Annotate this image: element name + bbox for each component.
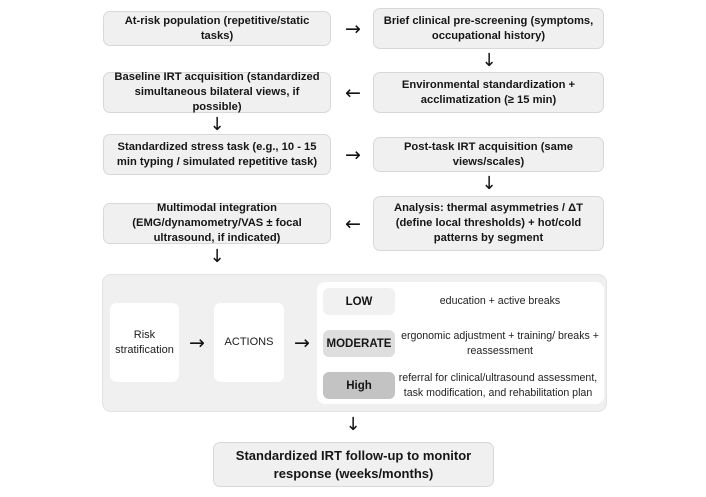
arrow-left-row2-icon: ←: [345, 81, 361, 104]
arrow-right-panel-2-icon: →: [294, 331, 310, 354]
node-pre-screening: Brief clinical pre-screening (symptoms, …: [373, 8, 604, 49]
arrow-down-right-col-2-icon: ↓: [481, 173, 497, 194]
action-text-moderate: ergonomic adjustment + training/ breaks …: [401, 330, 599, 357]
arrow-left-row4-icon: ←: [345, 212, 361, 235]
arrow-right-row1-icon: →: [345, 17, 361, 40]
arrow-down-left-col-1-icon: ↓: [209, 114, 225, 135]
node-multimodal-integration: Multimodal integration (EMG/dynamometry/…: [103, 202, 331, 244]
arrow-down-to-panel-icon: ↓: [209, 246, 225, 267]
node-analysis: Analysis: thermal asymmetries / ΔT (defi…: [373, 196, 604, 251]
arrow-down-to-followup-icon: ↓: [345, 414, 361, 435]
action-text-low: education + active breaks: [439, 295, 561, 308]
card-actions: ACTIONS: [214, 303, 284, 382]
node-stress-task: Standardized stress task (e.g., 10 - 15 …: [103, 134, 331, 175]
arrow-right-panel-1-icon: →: [189, 331, 205, 354]
action-text-high: referral for clinical/ultrasound assessm…: [398, 372, 598, 399]
node-followup: Standardized IRT follow-up to monitor re…: [213, 442, 494, 487]
arrow-right-row3-icon: →: [345, 143, 361, 166]
card-risk-stratification: Risk stratification: [110, 303, 179, 382]
badge-risk-low: LOW: [323, 288, 395, 315]
node-baseline-irt: Baseline IRT acquisition (standardized s…: [103, 71, 331, 113]
node-environmental-standardization: Environmental standardization + acclimat…: [373, 72, 604, 113]
arrow-down-right-col-1-icon: ↓: [481, 50, 497, 71]
node-post-task-irt: Post-task IRT acquisition (same views/sc…: [373, 137, 604, 172]
badge-risk-high: High: [323, 372, 395, 399]
badge-risk-moderate: MODERATE: [323, 330, 395, 357]
node-at-risk-population: At-risk population (repetitive/static ta…: [103, 11, 331, 46]
